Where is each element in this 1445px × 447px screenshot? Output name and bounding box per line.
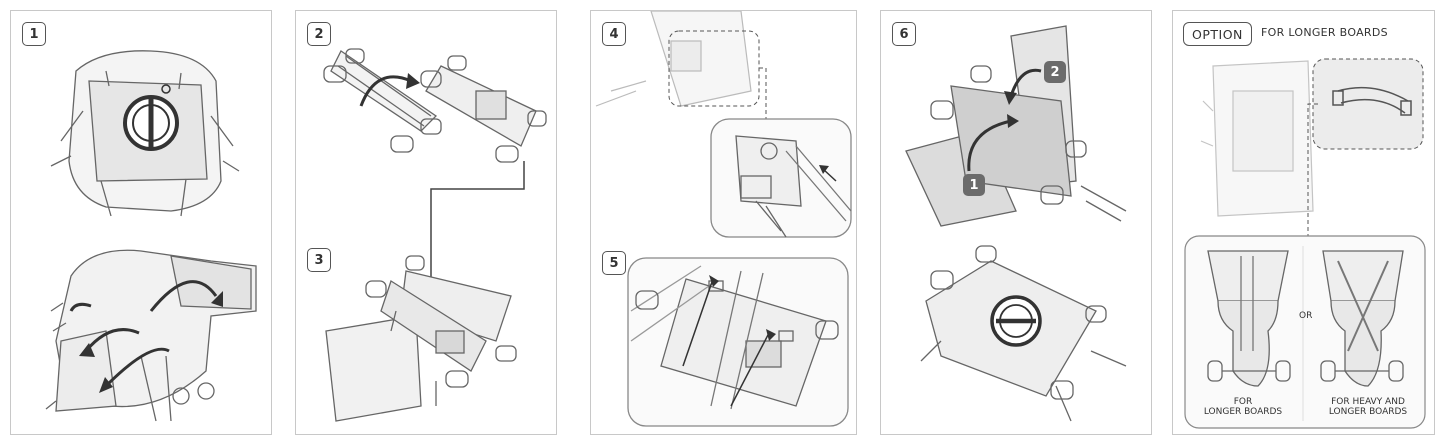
flaps-folding: [905, 25, 1127, 227]
step-5-badge: 5: [602, 251, 626, 275]
pull-arrow-2-head: [766, 329, 776, 341]
flip-arrow: [359, 75, 412, 107]
caption-left-line-1: FOR: [1233, 397, 1253, 407]
panel-step-1: 1: [10, 10, 272, 435]
caption-right-line-1: FOR HEAVY AND: [1331, 397, 1405, 407]
panel-step-6: 6 2 1: [880, 10, 1152, 435]
arrow-heads: [79, 291, 223, 393]
caption-right: FOR HEAVY AND LONGER BOARDS: [1313, 397, 1423, 418]
fold-arrow-1: [967, 119, 1012, 172]
board-faded-top: [595, 11, 752, 107]
board-on-pack: [325, 255, 517, 422]
or-label: OR: [1299, 311, 1313, 321]
strap-closeup: [1332, 86, 1412, 116]
backpack-opened: [45, 249, 257, 422]
sub-step-1-badge: 1: [963, 174, 985, 196]
connector-line: [430, 161, 525, 301]
strap-detail: [627, 257, 849, 427]
pull-arrow-1: [682, 278, 714, 367]
step-6-badge: 6: [892, 22, 916, 46]
pull-arrow-2: [730, 332, 770, 407]
strap-arrow-head: [819, 165, 829, 174]
step-4-5-illustration: [595, 11, 852, 427]
option-label: OPTION: [1183, 22, 1252, 46]
panel-step-4-5: 4 5: [590, 10, 857, 435]
strap-zoom-box: [1312, 58, 1424, 150]
caption-right-line-2: LONGER BOARDS: [1328, 407, 1408, 418]
step-1-badge: 1: [22, 22, 46, 46]
step-4-badge: 4: [602, 22, 626, 46]
unfold-arrows: [69, 280, 218, 388]
board-upside-down: [323, 48, 442, 153]
board-right-side-up: [420, 55, 547, 163]
step-3-badge: 3: [307, 248, 331, 272]
step-2-3-illustration: [323, 48, 547, 422]
sub-step-2-badge: 2: [1044, 61, 1066, 83]
step-1-illustration: [45, 50, 257, 422]
zoom-connector: [759, 67, 767, 121]
faded-backpack: [1200, 60, 1314, 217]
option-connector: [1307, 103, 1318, 236]
logo-emblem-small: [990, 295, 1042, 347]
flip-arrow-head: [406, 73, 420, 89]
logo-emblem: [123, 84, 179, 151]
fold-arrow-2-head: [1004, 91, 1017, 105]
zoom-detail: [710, 118, 852, 238]
panel-step-2-3: 2 3: [295, 10, 557, 435]
longboard-left: [1207, 250, 1291, 387]
fold-arrow-2: [1009, 68, 1042, 97]
caption-left: FOR LONGER BOARDS: [1193, 397, 1293, 418]
panel-option: OPTION FOR LONGER BOARDS: [1172, 10, 1435, 435]
fold-arrow-1-head: [1007, 114, 1019, 128]
caption-left-line-2: LONGER BOARDS: [1203, 407, 1283, 418]
pull-arrow-1-head: [709, 275, 719, 287]
option-illustration: [1184, 58, 1426, 429]
longboard-right: [1320, 250, 1404, 387]
step-2-badge: 2: [307, 22, 331, 46]
step-6-illustration: [905, 25, 1127, 422]
option-subtitle: FOR LONGER BOARDS: [1261, 26, 1388, 39]
